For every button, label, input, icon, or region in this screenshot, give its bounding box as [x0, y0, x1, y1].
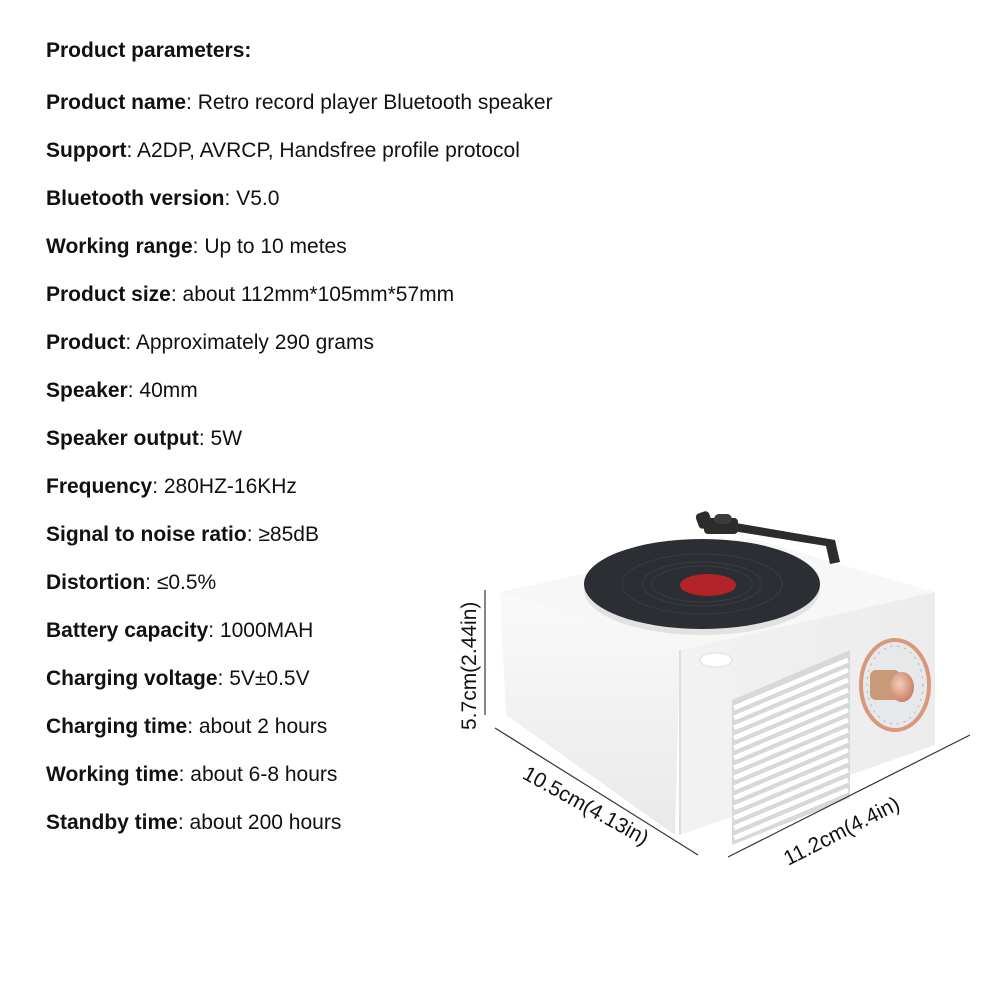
spec-value: about 200 hours [189, 811, 342, 834]
spec-value: A2DP, AVRCP, Handsfree profile protocol [137, 139, 520, 162]
spec-row: Distortion: ≤0.5% [46, 571, 217, 594]
spec-label: Signal to noise ratio [46, 523, 247, 546]
spec-value: about 2 hours [198, 715, 328, 738]
height-dimension-label: 5.7cm(2.44in) [458, 601, 481, 730]
spec-value: 5W [210, 427, 243, 450]
spec-value: ≥85dB [258, 523, 319, 546]
spec-value: Up to 10 metes [204, 235, 347, 258]
spec-row: Product: Approximately 290 grams [46, 331, 374, 354]
spec-row: Product name: Retro record player Blueto… [46, 91, 553, 114]
spec-value: about 112mm*105mm*57mm [182, 283, 455, 306]
spec-value: about 6-8 hours [190, 763, 338, 786]
spec-row: Bluetooth version: V5.0 [46, 187, 280, 210]
spec-row: Battery capacity: 1000MAH [46, 619, 314, 642]
spec-label: Bluetooth version [46, 187, 225, 210]
spec-value: Retro record player Bluetooth speaker [197, 91, 553, 114]
spec-row: Product size: about 112mm*105mm*57mm [46, 283, 455, 306]
spec-title: Product parameters: [46, 38, 251, 64]
spec-row: Charging time: about 2 hours [46, 715, 328, 738]
spec-value: Approximately 290 grams [135, 331, 374, 354]
spec-label: Charging voltage [46, 667, 218, 690]
spec-value: V5.0 [236, 187, 280, 210]
spec-label: Working time [46, 763, 179, 786]
spec-label: Speaker output [46, 427, 199, 450]
spec-value: 40mm [139, 379, 198, 402]
spec-value: 5V±0.5V [229, 667, 310, 690]
spec-label: Charging time [46, 715, 188, 738]
spec-row: Signal to noise ratio: ≥85dB [46, 523, 319, 546]
spec-label: Support [46, 139, 127, 162]
spec-row: Standby time: about 200 hours [46, 811, 342, 834]
product-illustration: 5.7cm(2.44in) 10.5cm(4.13in) 11.2cm(4.4i… [450, 500, 980, 880]
spec-label: Distortion [46, 571, 146, 594]
spec-value: ≤0.5% [156, 571, 217, 594]
spec-value: 280HZ-16KHz [163, 475, 297, 498]
spec-row: Working time: about 6-8 hours [46, 763, 338, 786]
spec-row: Speaker output: 5W [46, 427, 243, 450]
spec-label: Speaker [46, 379, 128, 402]
record-player-speaker-icon [484, 511, 971, 858]
spec-value: 1000MAH [219, 619, 314, 642]
spec-row: Frequency: 280HZ-16KHz [46, 475, 297, 498]
spec-label: Product [46, 331, 126, 354]
spec-label: Product name [46, 91, 187, 114]
spec-row: Speaker: 40mm [46, 379, 198, 402]
spec-label: Working range [46, 235, 193, 258]
spec-row: Charging voltage: 5V±0.5V [46, 667, 310, 690]
spec-label: Frequency [46, 475, 153, 498]
spec-label: Product size [46, 283, 171, 306]
spec-label: Battery capacity [46, 619, 209, 642]
title-text: Product parameters: [46, 39, 252, 62]
spec-label: Standby time [46, 811, 178, 834]
spec-row: Working range: Up to 10 metes [46, 235, 347, 258]
spec-row: Support: A2DP, AVRCP, Handsfree profile … [46, 139, 520, 162]
